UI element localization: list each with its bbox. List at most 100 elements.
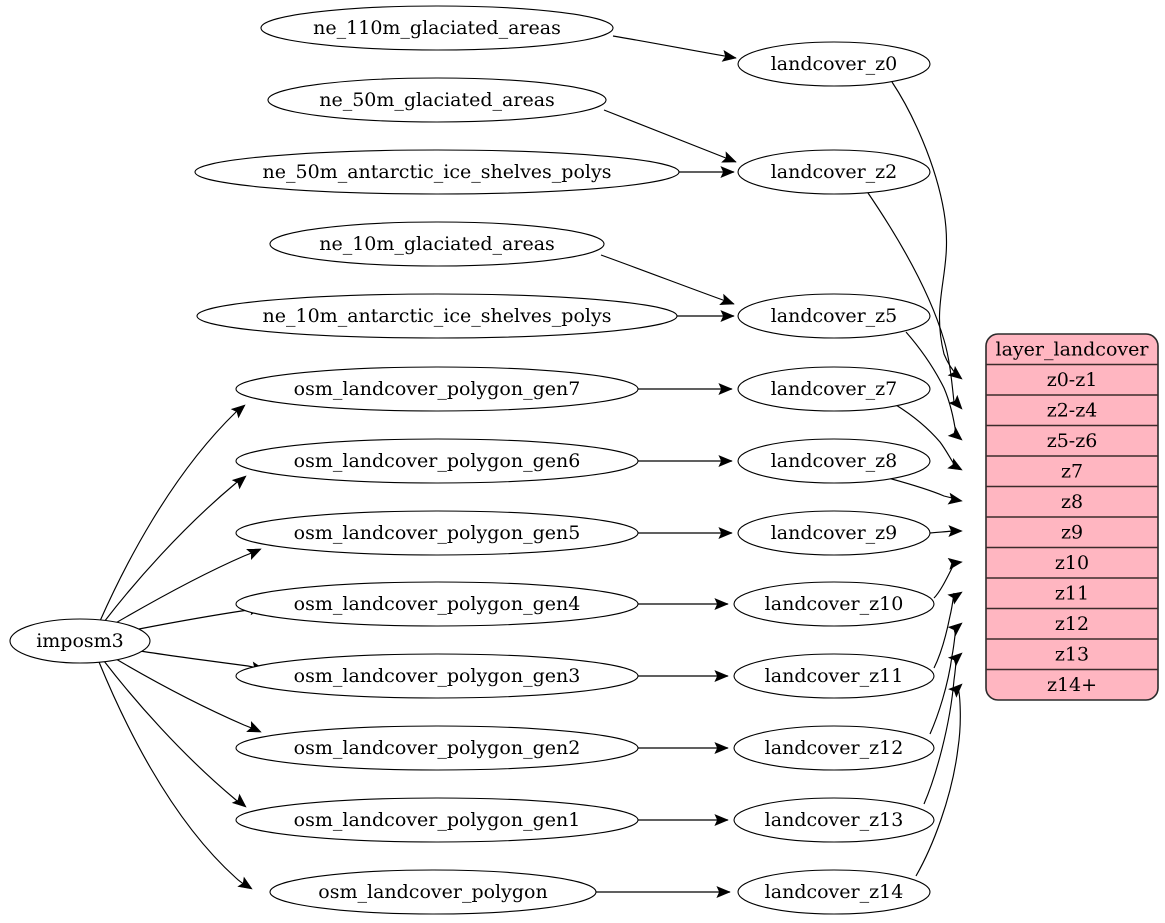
arrow-head-landcover_z11 (714, 670, 729, 682)
input-node-ne_10m_antarctic_ice_shelves_polys[interactable]: ne_10m_antarctic_ice_shelves_polys (196, 293, 678, 339)
node-label-landcover_z7: landcover_z7 (771, 378, 898, 400)
node-shape-landcover_z8[interactable] (737, 438, 931, 484)
arrow-head-row-z13 (947, 652, 963, 667)
input-node-osm_landcover_polygon_gen6[interactable]: osm_landcover_polygon_gen6 (235, 438, 639, 484)
node-label-osm_landcover_polygon_gen5: osm_landcover_polygon_gen5 (294, 522, 581, 544)
layer-node-landcover_z5[interactable]: landcover_z5 (737, 293, 931, 339)
arrow-head-landcover_z8 (718, 455, 733, 467)
node-label-landcover_z0: landcover_z0 (771, 53, 898, 75)
input-node-ne_110m_glaciated_areas[interactable]: ne_110m_glaciated_areas (260, 5, 614, 51)
layer-node-landcover_z11[interactable]: landcover_z11 (733, 653, 935, 699)
edge-imposm3-to-osm_landcover_polygon_gen5 (113, 549, 260, 625)
node-label-osm_landcover_polygon_gen4: osm_landcover_polygon_gen4 (294, 593, 581, 615)
node-shape-landcover_z7[interactable] (737, 366, 931, 412)
layer-node-landcover_z14[interactable]: landcover_z14 (737, 869, 931, 915)
node-label-osm_landcover_polygon: osm_landcover_polygon (318, 881, 547, 903)
table-row-label-row-z5-z6: z5-z6 (1047, 430, 1098, 452)
node-shape-landcover_z11[interactable] (733, 653, 935, 699)
table-row-row-z0-z1[interactable]: z0-z1 (986, 365, 1158, 396)
node-shape-osm_landcover_polygon_gen6[interactable] (235, 438, 639, 484)
node-shape-landcover_z10[interactable] (733, 581, 935, 627)
input-node-osm_landcover_polygon_gen7[interactable]: osm_landcover_polygon_gen7 (235, 366, 639, 412)
node-shape-landcover_z0[interactable] (737, 41, 931, 87)
input-node-ne_10m_glaciated_areas[interactable]: ne_10m_glaciated_areas (269, 221, 605, 267)
node-shape-osm_landcover_polygon_gen7[interactable] (235, 366, 639, 412)
layer-node-landcover_z0[interactable]: landcover_z0 (737, 41, 931, 87)
layer-node-landcover_z2[interactable]: landcover_z2 (737, 149, 931, 195)
table-row-row-z10[interactable]: z10 (986, 548, 1158, 579)
edge-landcover_z11-to-row-z11 (933, 592, 955, 669)
table-row-label-row-z7: z7 (1061, 460, 1083, 482)
layer-node-landcover_z10[interactable]: landcover_z10 (733, 581, 935, 627)
node-shape-osm_landcover_polygon_gen3[interactable] (235, 653, 639, 699)
arrow-head-osm_gen6 (231, 475, 247, 490)
node-shape-ne_110m_glaciated_areas[interactable] (260, 5, 614, 51)
layer-node-landcover_z8[interactable]: landcover_z8 (737, 438, 931, 484)
node-shape-ne_50m_antarctic_ice_shelves_polys[interactable] (194, 149, 680, 195)
node-shape-landcover_z13[interactable] (733, 797, 935, 843)
edge-imposm3-to-osm_landcover_polygon_gen4 (138, 607, 262, 630)
table-row-row-z8[interactable]: z8 (986, 487, 1158, 518)
table-row-row-z7[interactable]: z7 (986, 456, 1158, 487)
edge-landcover_z7-to-row-z7 (895, 404, 955, 465)
node-shape-landcover_z2[interactable] (737, 149, 931, 195)
layer-node-landcover_z12[interactable]: landcover_z12 (733, 725, 935, 771)
input-node-osm_landcover_polygon_gen2[interactable]: osm_landcover_polygon_gen2 (235, 725, 639, 771)
node-shape-osm_landcover_polygon[interactable] (269, 869, 597, 915)
arrow-head-landcover_z2a (721, 151, 737, 163)
node-shape-osm_landcover_polygon_gen4[interactable] (235, 581, 639, 627)
arrow-head-landcover_z12 (714, 742, 729, 754)
arrow-head-landcover_z2b (720, 166, 735, 178)
node-shape-imposm3[interactable] (9, 618, 151, 664)
table-row-label-row-z8: z8 (1061, 491, 1083, 513)
arrow-head-row-z7 (947, 458, 963, 471)
arrow-head-osm_gen7 (230, 404, 246, 419)
input-node-ne_50m_glaciated_areas[interactable]: ne_50m_glaciated_areas (267, 77, 607, 123)
edge-imposm3-to-osm_landcover_polygon_gen7 (99, 405, 244, 622)
input-node-osm_landcover_polygon_gen1[interactable]: osm_landcover_polygon_gen1 (235, 797, 639, 843)
arrow-head-landcover_z0 (721, 49, 737, 62)
node-shape-osm_landcover_polygon_gen5[interactable] (235, 510, 639, 556)
node-shape-landcover_z5[interactable] (737, 293, 931, 339)
layer-node-landcover_z7[interactable]: landcover_z7 (737, 366, 931, 412)
node-label-osm_landcover_polygon_gen1: osm_landcover_polygon_gen1 (294, 809, 581, 831)
input-node-ne_50m_antarctic_ice_shelves_polys[interactable]: ne_50m_antarctic_ice_shelves_polys (194, 149, 680, 195)
input-node-osm_landcover_polygon[interactable]: osm_landcover_polygon (269, 869, 597, 915)
input-node-osm_landcover_polygon_gen5[interactable]: osm_landcover_polygon_gen5 (235, 510, 639, 556)
table-row-label-row-z9: z9 (1061, 521, 1083, 543)
layer-node-landcover_z9[interactable]: landcover_z9 (737, 510, 931, 556)
table-row-row-z13[interactable]: z13 (986, 639, 1158, 670)
table-row-row-z14p[interactable]: z14+ (986, 670, 1158, 701)
input-node-osm_landcover_polygon_gen3[interactable]: osm_landcover_polygon_gen3 (235, 653, 639, 699)
arrow-head-osm_gen5 (246, 548, 262, 560)
node-shape-ne_10m_antarctic_ice_shelves_polys[interactable] (196, 293, 678, 339)
node-label-ne_50m_glaciated_areas: ne_50m_glaciated_areas (319, 89, 555, 111)
table-row-row-z5-z6[interactable]: z5-z6 (986, 426, 1158, 457)
edge-ne_110m_glaciated_areas-to-landcover_z0 (612, 35, 737, 59)
node-shape-ne_10m_glaciated_areas[interactable] (269, 221, 605, 267)
table-row-row-z11[interactable]: z11 (986, 578, 1158, 609)
table-row-row-z2-z4[interactable]: z2-z4 (986, 395, 1158, 426)
layer-landcover-table[interactable]: layer_landcoverz0-z1z2-z4z5-z6z7z8z9z10z… (985, 333, 1159, 701)
node-label-ne_50m_antarctic_ice_shelves_polys: ne_50m_antarctic_ice_shelves_polys (263, 161, 612, 183)
arrow-head-row-z10 (947, 557, 963, 570)
input-node-osm_landcover_polygon_gen4[interactable]: osm_landcover_polygon_gen4 (235, 581, 639, 627)
node-shape-osm_landcover_polygon_gen1[interactable] (235, 797, 639, 843)
node-shape-landcover_z12[interactable] (733, 725, 935, 771)
arrow-head-row-z8 (947, 492, 963, 505)
layer-node-landcover_z13[interactable]: landcover_z13 (733, 797, 935, 843)
table-row-row-z9[interactable]: z9 (986, 517, 1158, 548)
arrow-head-landcover_z5a (719, 293, 735, 305)
node-shape-osm_landcover_polygon_gen2[interactable] (235, 725, 639, 771)
source-node-imposm3[interactable]: imposm3 (9, 618, 151, 664)
node-shape-landcover_z9[interactable] (737, 510, 931, 556)
arrow-head-row-z0-z1 (947, 365, 963, 380)
table-row-row-z12[interactable]: z12 (986, 609, 1158, 640)
edge-landcover_z5-to-row-z5-z6 (905, 331, 957, 435)
node-shape-ne_50m_glaciated_areas[interactable] (267, 77, 607, 123)
node-shape-landcover_z14[interactable] (737, 869, 931, 915)
edge-imposm3-to-osm_landcover_polygon_gen6 (103, 476, 245, 623)
node-label-osm_landcover_polygon_gen7: osm_landcover_polygon_gen7 (294, 378, 581, 400)
edge-landcover_z13-to-row-z13 (923, 657, 957, 805)
arrow-head-row-z11 (947, 591, 963, 605)
